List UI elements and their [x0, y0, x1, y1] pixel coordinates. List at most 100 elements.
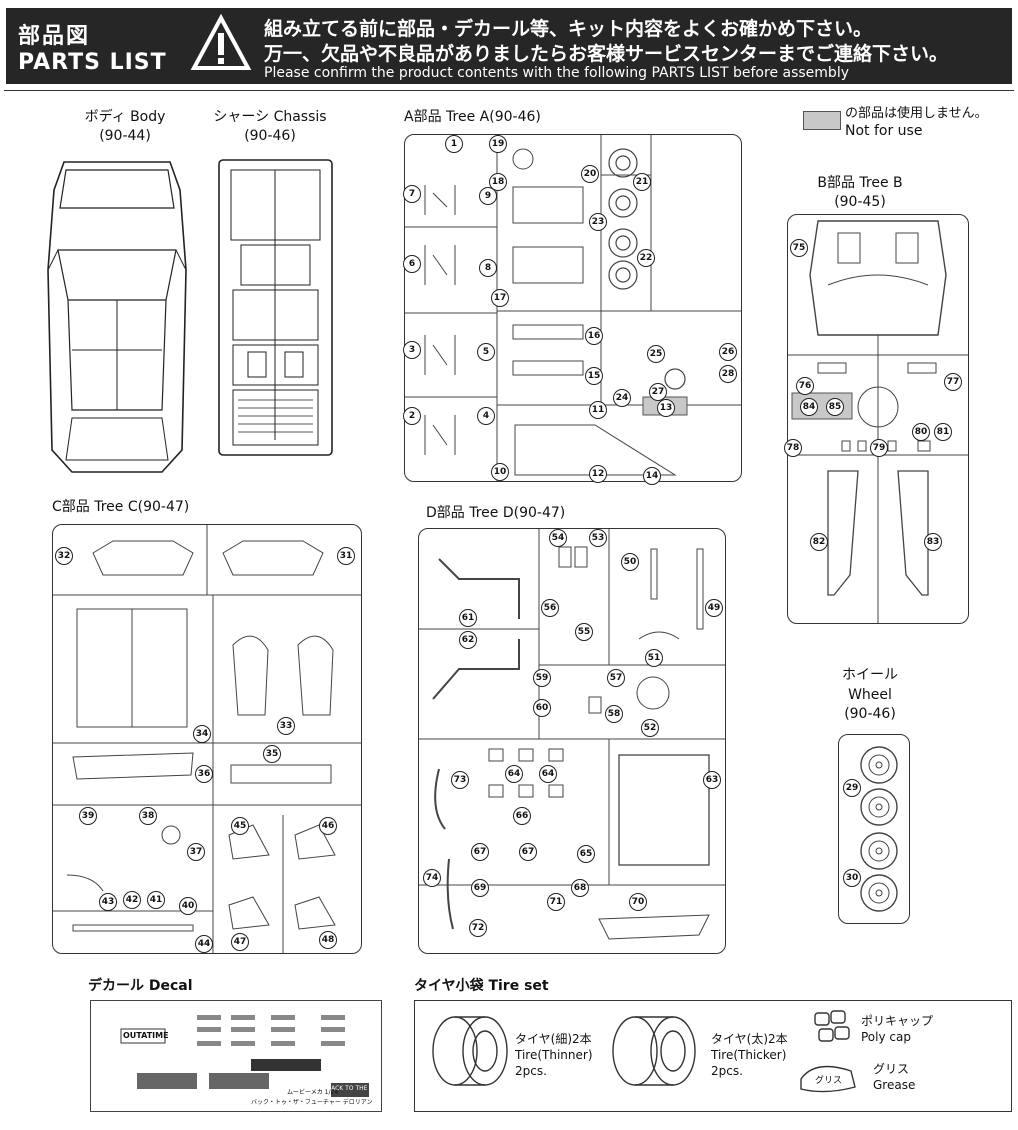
- part-number: 32: [55, 547, 73, 565]
- tree-d-runners: [419, 529, 725, 940]
- tree-b-frame: 75 76 77 84 85 78 79 80 81 82 83: [784, 214, 969, 624]
- tree-c-name: C部品 Tree C: [52, 499, 138, 515]
- part-number: 39: [79, 807, 97, 825]
- part-number: 52: [641, 719, 659, 737]
- wheel-frame: 29 30: [838, 734, 910, 924]
- part-number: 75: [790, 239, 808, 257]
- tree-b-runners: [788, 220, 968, 623]
- part-number: 62: [459, 631, 477, 649]
- part-number: 64: [505, 765, 523, 783]
- tree-c-code: (90-47): [137, 499, 190, 515]
- part-number: 9: [479, 187, 497, 205]
- part-number: 64: [539, 765, 557, 783]
- header-title-jp: 部品図: [18, 24, 91, 49]
- poly-cap-text: ポリキャップ Poly cap: [861, 1013, 933, 1045]
- part-number: 44: [195, 935, 213, 953]
- part-number: 41: [147, 891, 165, 909]
- tree-b-code: (90-45): [834, 194, 886, 210]
- header-notice-line1: 組み立てる前に部品・デカール等、キット内容をよくお確かめ下さい。: [264, 18, 873, 40]
- part-number: 81: [934, 423, 952, 441]
- part-number: 61: [459, 609, 477, 627]
- grease-jp: グリス: [873, 1062, 910, 1076]
- tire-thinner-en: Tire(Thinner): [515, 1048, 593, 1062]
- part-number: 69: [471, 879, 489, 897]
- part-number: 31: [337, 547, 355, 565]
- header-title-en: PARTS LIST: [18, 50, 167, 75]
- part-number: 49: [705, 599, 723, 617]
- part-number: 80: [912, 423, 930, 441]
- part-number: 56: [541, 599, 559, 617]
- tree-d-label: D部品 Tree D(90-47): [426, 504, 565, 523]
- part-number: 67: [471, 843, 489, 861]
- tree-a-frame: 1 19 18 20 9 21 7 23 8 6 22 17 16 3 5 25…: [403, 134, 742, 485]
- wheel-code: (90-46): [844, 706, 896, 722]
- part-number: 51: [645, 649, 663, 667]
- part-number: 17: [491, 289, 509, 307]
- part-number: 63: [703, 771, 721, 789]
- part-number: 29: [843, 779, 861, 797]
- part-number: 35: [263, 745, 281, 763]
- part-number: 40: [179, 897, 197, 915]
- tree-a-code: (90-46): [489, 109, 541, 125]
- part-number: 54: [549, 529, 567, 547]
- part-number: 11: [589, 401, 607, 419]
- part-number: 47: [231, 933, 249, 951]
- part-number: 34: [193, 725, 211, 743]
- part-number: 3: [403, 341, 421, 359]
- part-number: 67: [519, 843, 537, 861]
- chassis-label: シャーシ Chassis: [213, 109, 327, 125]
- part-number: 28: [719, 365, 737, 383]
- part-number: 59: [533, 669, 551, 687]
- body-label: ボディ Body: [84, 109, 166, 125]
- grease-en: Grease: [873, 1078, 916, 1092]
- warning-icon: [190, 13, 252, 70]
- tire-set-label: タイヤ小袋 Tire set: [414, 978, 549, 994]
- decal-plate-text: OUTATIME: [123, 1031, 169, 1040]
- part-number: 5: [477, 343, 495, 361]
- part-number: 46: [319, 817, 337, 835]
- part-number: 13: [657, 399, 675, 417]
- part-number: 60: [533, 699, 551, 717]
- part-number: 55: [575, 623, 593, 641]
- part-number: 66: [513, 807, 531, 825]
- part-number: 8: [479, 259, 497, 277]
- part-number: 38: [139, 807, 157, 825]
- part-number: 71: [547, 893, 565, 911]
- part-number: 6: [403, 255, 421, 273]
- decal-logo-text: BACK TO THE FUTURE: [327, 1085, 373, 1092]
- part-number: 70: [629, 893, 647, 911]
- header-notice-line2: 万一、欠品や不良品がありましたらお客様サービスセンターまでご連絡下さい。: [264, 43, 949, 65]
- wheel-label-jp: ホイール: [842, 667, 898, 683]
- part-number: 76: [796, 377, 814, 395]
- tree-d-frame: 54 53 50 61 56 55 49 62 51 59 57 60 58 5…: [418, 528, 726, 954]
- chassis-part-drawing: [218, 159, 333, 456]
- part-number: 58: [605, 705, 623, 723]
- not-for-use-jp: の部品は使用しません。: [845, 106, 988, 121]
- tree-c-frame: 32 31 34 33 35 36 39 38 37 45 46 43 42 4…: [52, 524, 362, 954]
- part-number: 50: [621, 553, 639, 571]
- part-number: 27: [649, 383, 667, 401]
- part-number: 72: [469, 919, 487, 937]
- tire-set-drawings: [432, 1010, 856, 1093]
- part-number: 42: [123, 891, 141, 909]
- part-number: 21: [633, 173, 651, 191]
- tree-d-code: (90-47): [513, 505, 566, 521]
- tree-d-name: D部品 Tree D: [426, 505, 514, 521]
- part-number: 26: [719, 343, 737, 361]
- part-number: 33: [277, 717, 295, 735]
- decal-sheet: OUTATIME BACK TO THE FUTURE ムービーメカ 1/24 …: [90, 1000, 382, 1112]
- part-number: 79: [870, 439, 888, 457]
- part-number: 1: [445, 135, 463, 153]
- part-number: 16: [585, 327, 603, 345]
- not-for-use-swatch: [803, 111, 841, 130]
- part-number: 23: [589, 213, 607, 231]
- tree-a-name: A部品 Tree A: [404, 109, 490, 125]
- tire-thinner-jp: タイヤ(細)2本: [515, 1032, 592, 1046]
- part-number: 43: [99, 893, 117, 911]
- part-number: 68: [571, 879, 589, 897]
- tire-thicker-jp: タイヤ(太)2本: [711, 1032, 788, 1046]
- part-number: 12: [589, 465, 607, 483]
- part-number: 74: [423, 869, 441, 887]
- decal-label: デカール Decal: [88, 978, 193, 994]
- part-number: 84: [800, 398, 818, 416]
